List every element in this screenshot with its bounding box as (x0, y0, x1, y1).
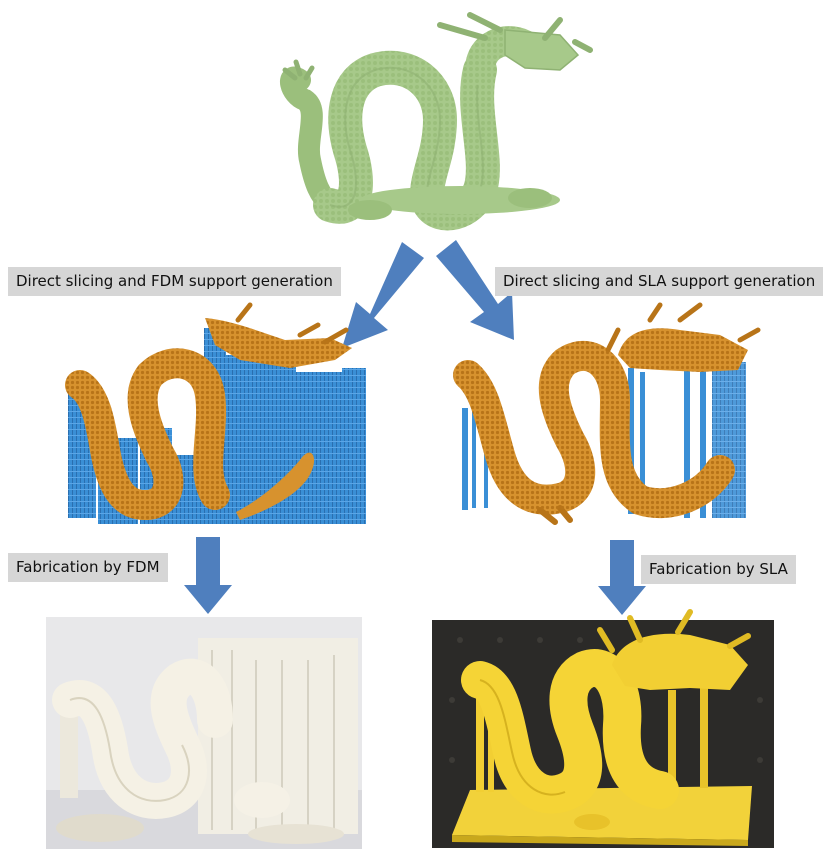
original-dragon-model (285, 15, 590, 220)
sla-print-photo (432, 612, 774, 848)
fdm-print-photo (46, 617, 362, 849)
arrow-sla-down (598, 540, 646, 615)
arrow-to-fdm (342, 242, 424, 348)
fdm-support-model (68, 305, 366, 524)
sla-support-model (462, 305, 758, 522)
label-fabrication-fdm: Fabrication by FDM (8, 553, 168, 582)
label-sla-support: Direct slicing and SLA support generatio… (495, 267, 823, 296)
label-fdm-support: Direct slicing and FDM support generatio… (8, 267, 341, 296)
arrow-fdm-down (184, 537, 232, 614)
label-fabrication-sla: Fabrication by SLA (641, 555, 796, 584)
